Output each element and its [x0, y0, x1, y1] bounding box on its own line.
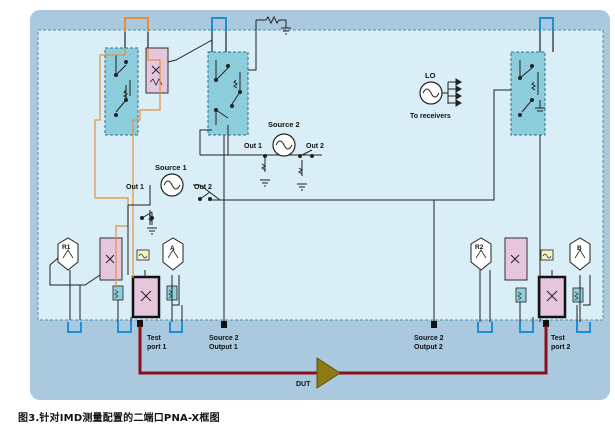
- lo-arrows-icon: [442, 78, 462, 107]
- receiver-r1-label: R1: [62, 244, 71, 251]
- receiver-a-label: A: [170, 245, 175, 252]
- source-2-out2-label: Out 2: [306, 143, 324, 150]
- test-port-1-line1: Test: [147, 335, 162, 342]
- figure-caption: 图3.针对IMD测量配置的二端口PNA-X框图: [18, 413, 220, 424]
- source-2-output-1-line1: Source 2: [209, 335, 239, 342]
- top-connectors: [124, 17, 554, 32]
- source-2-output-2-line1: Source 2: [414, 335, 444, 342]
- bottom-connector-stems: [117, 300, 578, 322]
- coupler-port-2: [537, 275, 567, 319]
- source-2: [272, 133, 296, 157]
- source-2-output-2-line2: Output 2: [414, 344, 443, 351]
- switch-contacts: [140, 149, 314, 220]
- dut-amplifier-icon: [316, 357, 341, 389]
- dark-traces: [49, 32, 591, 322]
- small-attenuator-symbols: [114, 289, 579, 301]
- source-1-title: Source 1: [155, 163, 187, 172]
- top-termination-ground-icon: [255, 15, 291, 52]
- source-2-out1-label: Out 1: [244, 143, 262, 150]
- attenuator-left-mid: [99, 237, 123, 281]
- source-1-out1-label: Out 1: [126, 184, 144, 191]
- coupler-port-1: [131, 275, 161, 319]
- source-1: [160, 173, 184, 197]
- source-1-out2-label: Out 2: [194, 184, 212, 191]
- receiver-r2-label: R2: [475, 244, 484, 251]
- orange-traces: [94, 48, 161, 288]
- receiver-r2: [470, 237, 492, 271]
- switch-box-mid: [207, 51, 249, 136]
- dut-label: DUT: [296, 381, 311, 388]
- lo-source: [419, 81, 443, 105]
- receiver-b-label: B: [577, 245, 582, 252]
- attenuator-right-mid: [504, 237, 528, 281]
- ground-icons: [147, 100, 545, 235]
- receiver-r1: [57, 237, 79, 271]
- filter-icons: [136, 249, 554, 261]
- attenuator-top: [145, 47, 169, 94]
- test-port-2-line1: Test: [551, 335, 566, 342]
- receiver-b: [569, 237, 591, 271]
- lo-subtitle: To receivers: [410, 113, 451, 120]
- source-2-title: Source 2: [268, 120, 300, 129]
- switch-box-right: [510, 51, 546, 136]
- test-port-2-line2: port 2: [551, 344, 571, 351]
- receiver-a: [162, 237, 184, 271]
- source-2-output-1-line2: Output 1: [209, 344, 238, 351]
- filter-wave-icons: [138, 253, 552, 259]
- dut-cable: [138, 326, 548, 375]
- port-terminals: [137, 320, 549, 328]
- test-port-1-line2: port 1: [147, 344, 167, 351]
- bottom-connectors: [67, 322, 591, 333]
- lo-title: LO: [425, 71, 436, 80]
